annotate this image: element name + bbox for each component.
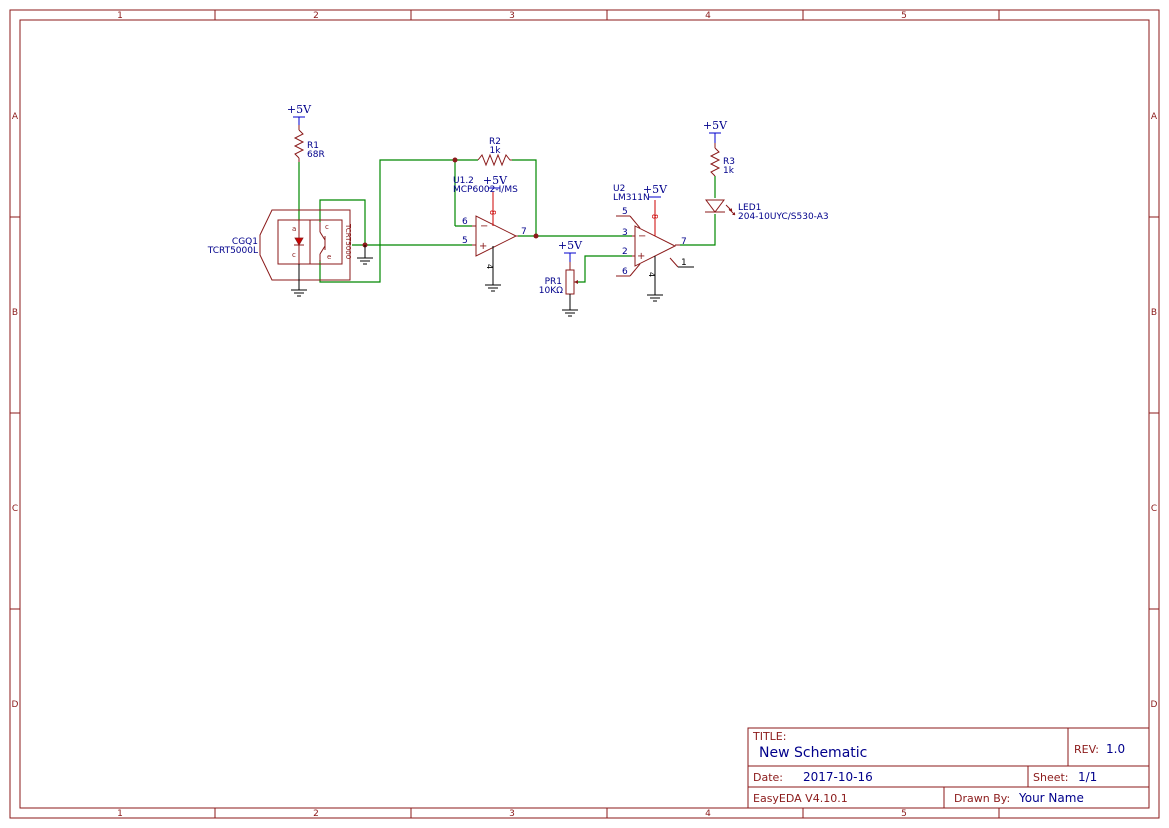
cgq1-pin-a: a	[292, 225, 296, 233]
r3-ref: R3	[723, 157, 735, 167]
pr1-potentiometer[interactable]: +5V PR1 10KΩ	[539, 239, 583, 317]
row-label-b: B	[12, 308, 18, 318]
led1-value: 204-10UYC/S530-A3	[738, 212, 829, 222]
minus-sign: −	[480, 221, 488, 232]
row-label-b-right: B	[1151, 308, 1157, 318]
col-label-3: 3	[509, 11, 515, 21]
cgq1-pin-e: e	[327, 253, 331, 261]
ground-symbol	[357, 245, 373, 265]
r2-ref: R2	[489, 137, 501, 147]
cgq1-pin-c-right: c	[325, 223, 329, 231]
software-version: EasyEDA V4.10.1	[753, 792, 848, 805]
cgq1-value: TCRT5000L	[207, 246, 258, 256]
u1-opamp[interactable]: − + +5V 6 5 7 8 4 U1.2 MCP6002-I/MS	[453, 174, 527, 292]
row-label-a: A	[12, 112, 19, 122]
u1-pin-noninv: 5	[462, 236, 468, 246]
col-label-1-bottom: 1	[117, 809, 123, 819]
sheet-frame: 1 2 3 4 5 1 2 3 4 5 A B C D A B C D	[9, 9, 1160, 819]
rev-key: REV:	[1074, 743, 1099, 756]
power-label-r3: +5V	[703, 119, 728, 132]
u2-pin-inv: 3	[622, 228, 628, 238]
wires	[298, 159, 716, 283]
date-value: 2017-10-16	[803, 770, 873, 784]
date-key: Date:	[753, 771, 783, 784]
u2-pin-gnd: 4	[647, 272, 656, 277]
u2-pin-1: 1	[681, 258, 687, 268]
col-label-4: 4	[705, 11, 711, 21]
u1-pin-vdd: 8	[488, 210, 497, 215]
r3-value: 1k	[723, 166, 735, 176]
cgq1-sensor[interactable]: a c c e TCRT5000 CGQ1 TCRT5000L	[207, 209, 352, 297]
rev-value: 1.0	[1106, 742, 1125, 756]
row-label-d-right: D	[1151, 700, 1158, 710]
col-label-5: 5	[901, 11, 907, 21]
row-label-c: C	[12, 504, 18, 514]
col-label-1: 1	[117, 11, 123, 21]
u2-ref: U2	[613, 184, 625, 194]
power-label-u2: +5V	[643, 183, 668, 196]
power-label-pr1: +5V	[558, 239, 583, 252]
sheet-key: Sheet:	[1033, 771, 1069, 784]
col-label-3-bottom: 3	[509, 809, 515, 819]
power-label-u1: +5V	[483, 174, 508, 187]
u2-pin-noninv: 2	[622, 247, 628, 257]
led1-ref: LED1	[738, 203, 761, 213]
col-label-2: 2	[313, 11, 319, 21]
u2-value: LM311N	[613, 193, 650, 203]
pr1-ref: PR1	[545, 277, 562, 287]
row-label-d: D	[12, 700, 19, 710]
u2-pin-6: 6	[622, 267, 628, 277]
sheet-value: 1/1	[1078, 770, 1097, 784]
u1-pin-vss: 4	[485, 264, 494, 269]
r1-ref: R1	[307, 141, 319, 151]
u2-pin-out: 7	[681, 237, 687, 247]
drawn-by-value: Your Name	[1018, 791, 1084, 805]
r1-value: 68R	[307, 150, 325, 160]
u2-pin-5: 5	[622, 207, 628, 217]
r2-value: 1k	[490, 146, 502, 156]
u1-value: MCP6002-I/MS	[453, 185, 518, 195]
u1-pin-inv: 6	[462, 217, 468, 227]
junction-dot	[533, 233, 539, 239]
cgq1-body-text: TCRT5000	[344, 223, 352, 259]
title-block: TITLE: New Schematic REV: 1.0 Date: 2017…	[747, 727, 1150, 809]
r3-resistor[interactable]: +5V R3 1k	[703, 119, 735, 177]
u1-pin-out: 7	[521, 227, 527, 237]
u2-pin-vcc: 8	[650, 214, 659, 219]
row-label-c-right: C	[1151, 504, 1157, 514]
junction-dot	[452, 157, 458, 163]
col-label-4-bottom: 4	[705, 809, 711, 819]
plus-sign: +	[479, 241, 487, 252]
pr1-value: 10KΩ	[539, 286, 563, 296]
minus-sign: −	[638, 231, 646, 242]
col-label-2-bottom: 2	[313, 809, 319, 819]
led1-diode[interactable]: LED1 204-10UYC/S530-A3	[705, 199, 829, 222]
cgq1-pin-c-left: c	[292, 251, 296, 259]
u2-comparator[interactable]: − + +5V 5 3 2 6 7 1 8 4 U2 LM311N	[613, 183, 694, 302]
row-label-a-right: A	[1151, 112, 1158, 122]
drawn-by-key: Drawn By:	[954, 792, 1010, 805]
cgq1-ref: CGQ1	[232, 237, 258, 247]
title-key: TITLE:	[752, 730, 786, 743]
plus-sign: +	[637, 251, 645, 262]
schematic-title: New Schematic	[759, 745, 867, 761]
col-label-5-bottom: 5	[901, 809, 907, 819]
power-label-r1: +5V	[287, 103, 312, 116]
r1-resistor[interactable]: +5V R1 68R	[287, 103, 325, 162]
u1-ref: U1.2	[453, 176, 474, 186]
r2-resistor[interactable]: R2 1k	[477, 137, 512, 167]
